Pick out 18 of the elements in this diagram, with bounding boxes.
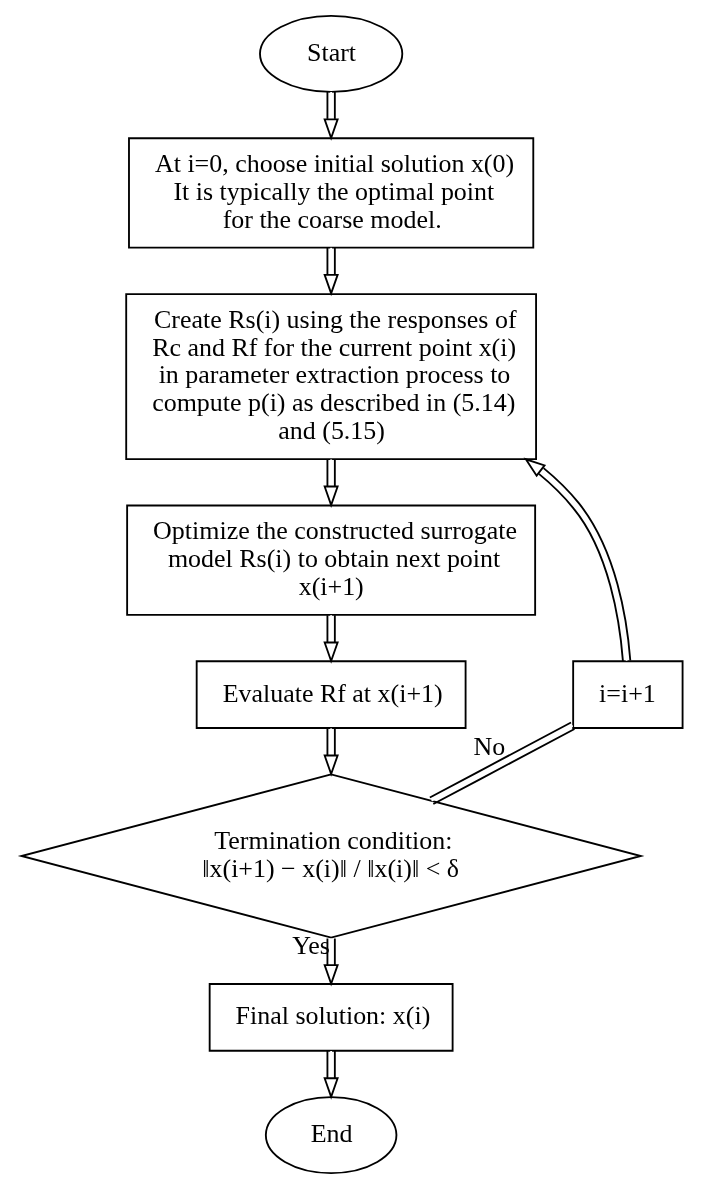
arrow [322, 458, 339, 508]
node-box: i=i+1 [571, 660, 683, 729]
node-box: Optimize the constructed surrogate model Rs(i) to obtain next point x(i+1) [125, 504, 536, 616]
node-ellipse: Start [258, 14, 403, 93]
node-box: Create Rs(i) using the responses of Rc and Rf for the current point x(i) in parameter extraction process to compute p(i) as described in (5.14) and (5.15) [124, 293, 537, 461]
arrow [322, 937, 339, 987]
arrow [322, 1050, 339, 1100]
connector [428, 721, 575, 805]
edge-label: No [473, 731, 505, 761]
arrow [523, 457, 631, 662]
node-box: At i=0, choose initial solution x(0) It is typically the optimal point for the coarse model. [127, 137, 534, 249]
arrow [322, 727, 339, 777]
node-box: Final solution: x(i) [208, 983, 454, 1052]
arrow [322, 614, 339, 664]
node-ellipse: End [264, 1096, 397, 1175]
arrow [322, 91, 339, 141]
arrow [322, 246, 339, 297]
node-box: Evaluate Rf at x(i+1) [195, 660, 466, 729]
